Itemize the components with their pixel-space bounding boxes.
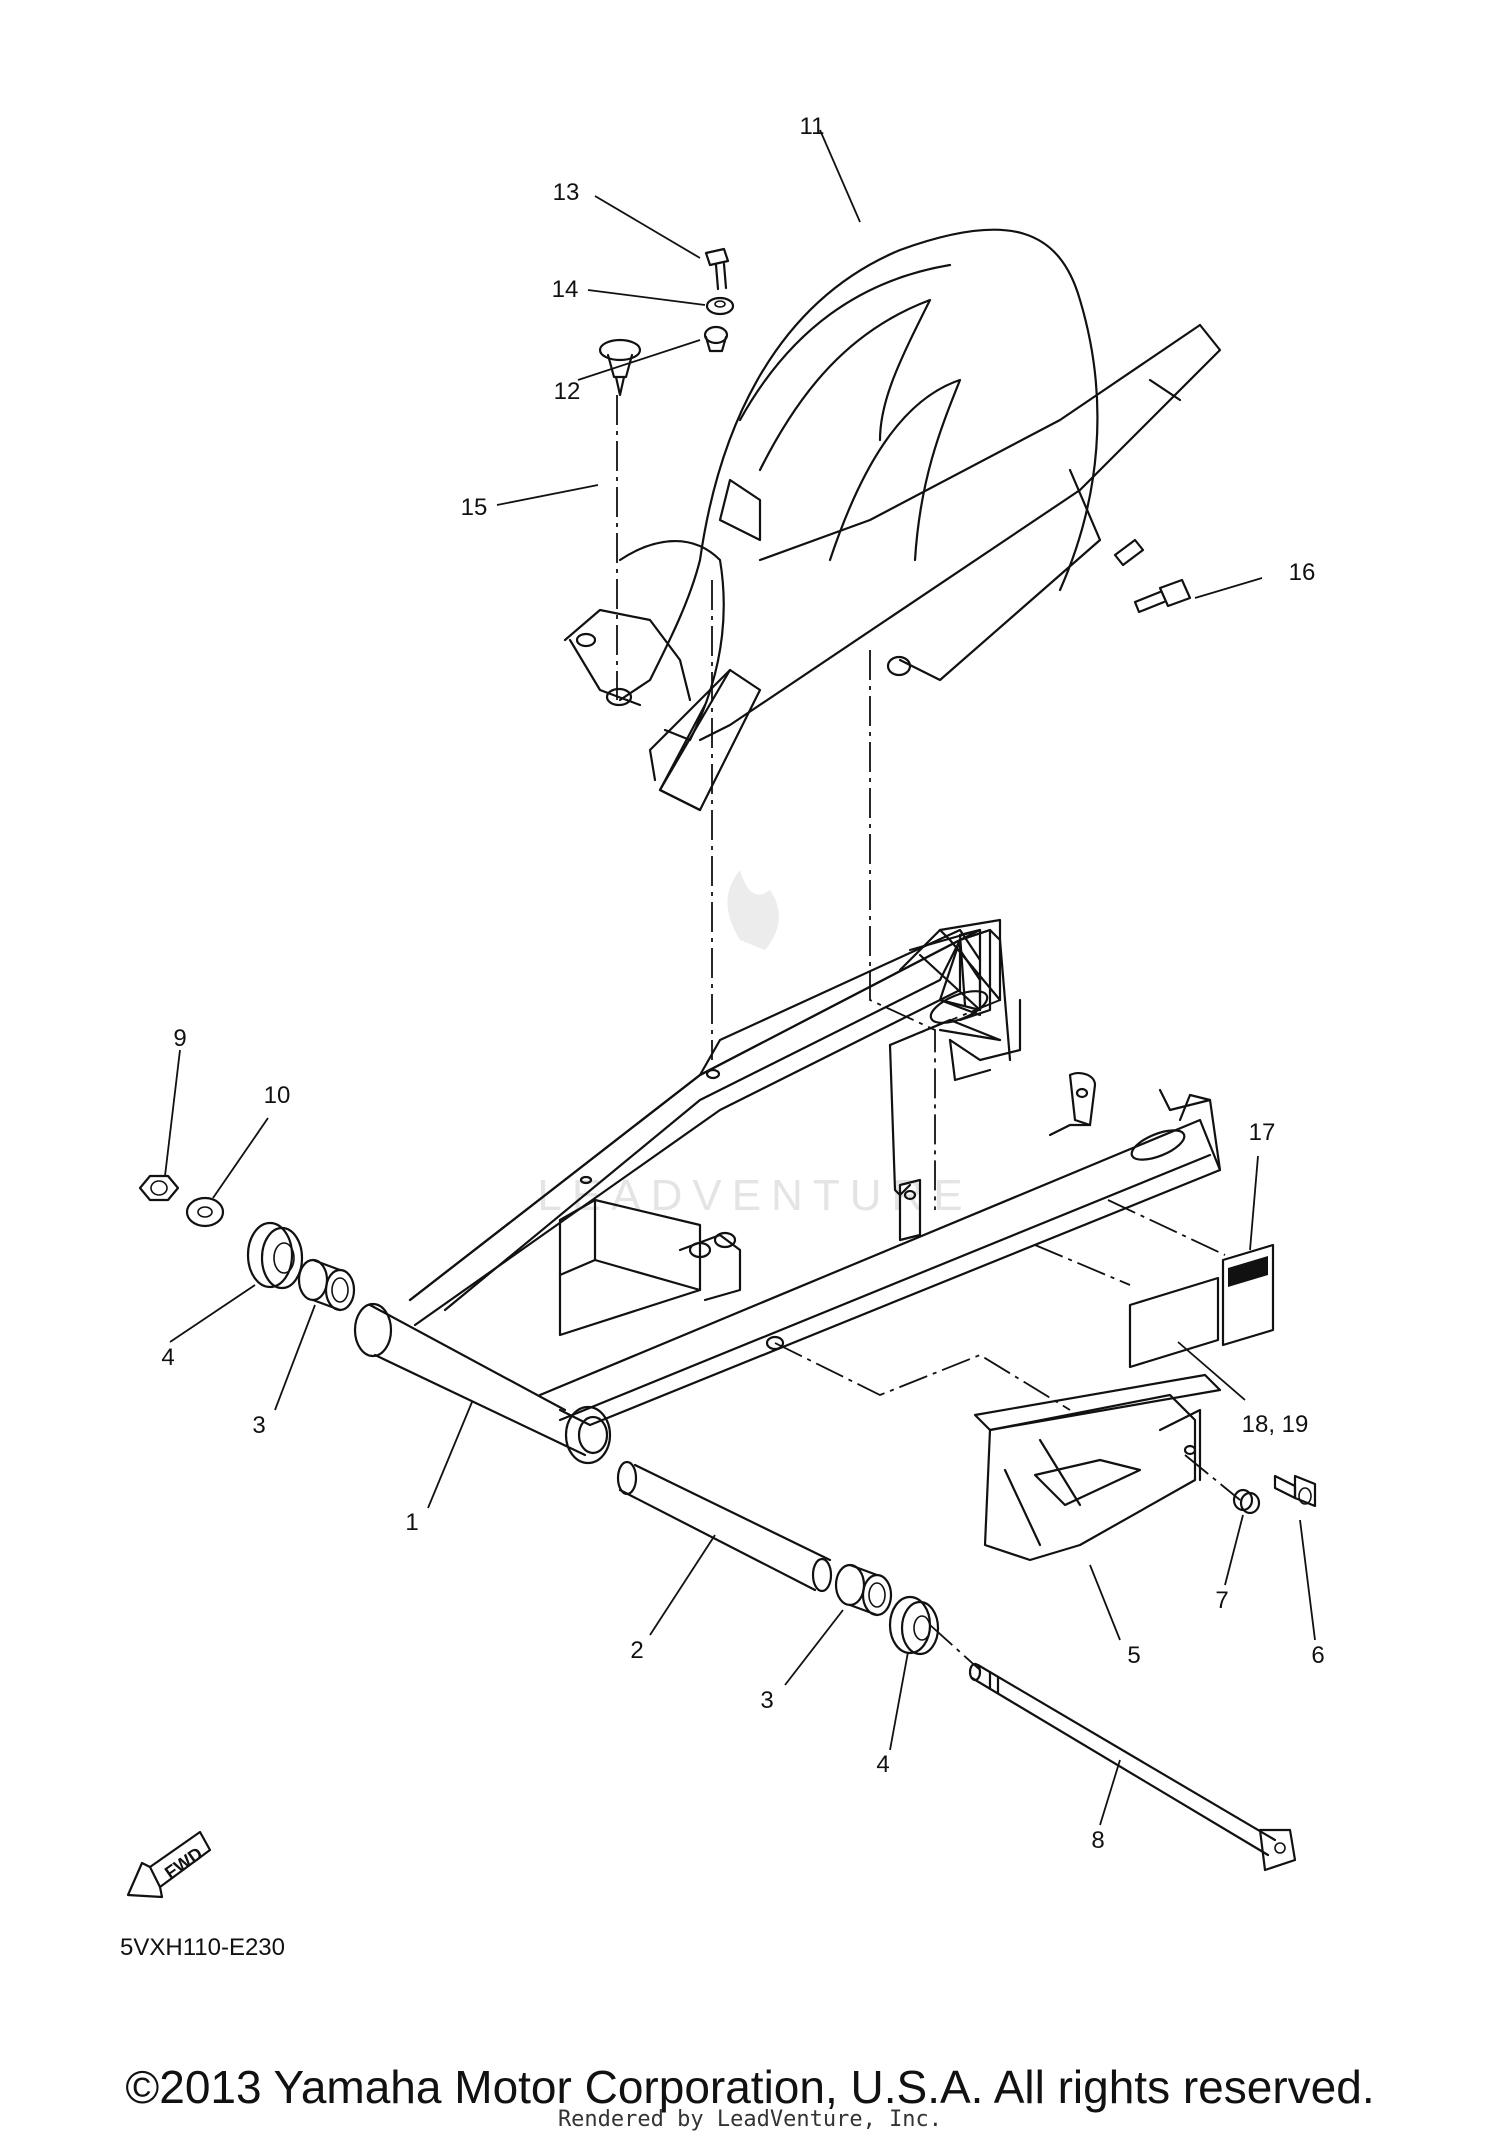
callout-18-19: 18, 19: [1242, 1411, 1309, 1438]
callout-3-lower: 3: [760, 1687, 773, 1714]
callout-6: 6: [1311, 1642, 1324, 1669]
clip-15: [598, 338, 642, 397]
callout-7: 7: [1215, 1587, 1228, 1614]
rendered-by-text: Rendered by LeadVenture, Inc.: [557, 2107, 943, 2132]
callout-1: 1: [405, 1509, 418, 1536]
pivot-shaft-8: [968, 1662, 1297, 1872]
callout-2: 2: [630, 1637, 643, 1664]
callout-13: 13: [553, 179, 580, 206]
rear-fender: [563, 228, 1222, 812]
alignment-lines: [616, 395, 1241, 1671]
label-18-19: [1128, 1276, 1220, 1369]
watermark: LEADVENTURE: [537, 870, 972, 1220]
callout-11: 11: [800, 113, 825, 140]
seal-4-lower: [888, 1595, 940, 1656]
callout-10: 10: [264, 1082, 291, 1109]
grommet-12: [703, 325, 729, 353]
callout-3-upper: 3: [252, 1412, 265, 1439]
callout-4-lower: 4: [876, 1751, 889, 1778]
watermark-text: LEADVENTURE: [537, 1171, 972, 1220]
nut-9: [138, 1174, 180, 1202]
washer-10: [185, 1196, 225, 1228]
leader-lines: [164, 129, 1316, 1826]
copyright-text: ©2013 Yamaha Motor Corporation, U.S.A. A…: [125, 2061, 1375, 2113]
collar-2: [616, 1460, 833, 1593]
bearing-3-upper: [297, 1258, 356, 1312]
fwd-arrow-icon: FWD: [126, 1830, 212, 1899]
callout-14: 14: [552, 276, 579, 303]
reference-code: 5VXH110-E230: [120, 1934, 285, 1961]
callout-17: 17: [1249, 1119, 1276, 1146]
callout-5: 5: [1127, 1642, 1140, 1669]
callout-12: 12: [554, 378, 581, 405]
collar-14: [705, 296, 735, 316]
callout-4-upper: 4: [161, 1344, 174, 1371]
callout-8: 8: [1091, 1827, 1104, 1854]
collar-7: [1232, 1488, 1261, 1515]
callouts: 1 2 3 3 4 4 5 6 7 8 9 10 11 12 13 14 15 …: [161, 113, 1324, 1854]
label-17: [1221, 1243, 1275, 1347]
fwd-label: FWD: [161, 1843, 206, 1883]
callout-9: 9: [173, 1025, 186, 1052]
bolt-6: [1273, 1474, 1317, 1508]
callout-16: 16: [1289, 559, 1316, 586]
bolt-16: [1133, 578, 1192, 614]
callout-15: 15: [461, 494, 488, 521]
seal-4-upper: [246, 1221, 304, 1290]
bolt-13: [704, 247, 730, 291]
bearing-3-lower: [834, 1563, 893, 1617]
chain-guard-5: [973, 1373, 1222, 1562]
